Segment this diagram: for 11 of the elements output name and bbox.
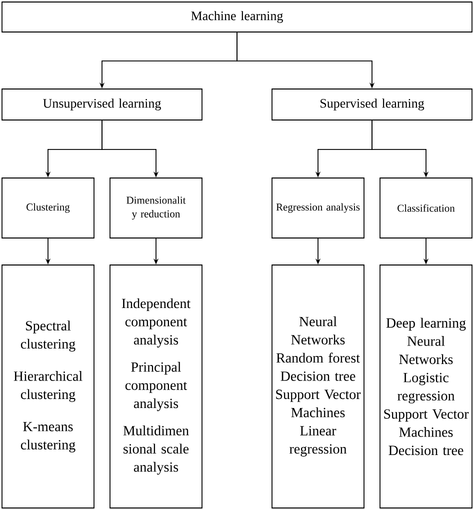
root-box: Machine learning [2, 2, 472, 32]
algorithm-list-box: Neural Networks Random forest Decision tree Support Vector Machines Linear regression [272, 264, 364, 508]
method-box: Classification [380, 178, 472, 238]
algorithm-list-box: Deep learning Neural Networks Logistic regression Support Vector Machines Decision tree [380, 264, 472, 508]
category-box: Supervised learning [272, 88, 472, 120]
method-box: Regression analysis [272, 178, 364, 238]
algorithm-list-box: Independent component analysis Principal component analysis Multidimen sional scale analysis [110, 264, 202, 508]
method-box: Clustering [2, 178, 94, 238]
method-box: Dimensionalit y reduction [110, 178, 202, 238]
algorithm-list-box: Spectral clustering Hierarchical clustering K-means clustering [2, 264, 94, 508]
category-box: Unsupervised learning [2, 88, 202, 120]
